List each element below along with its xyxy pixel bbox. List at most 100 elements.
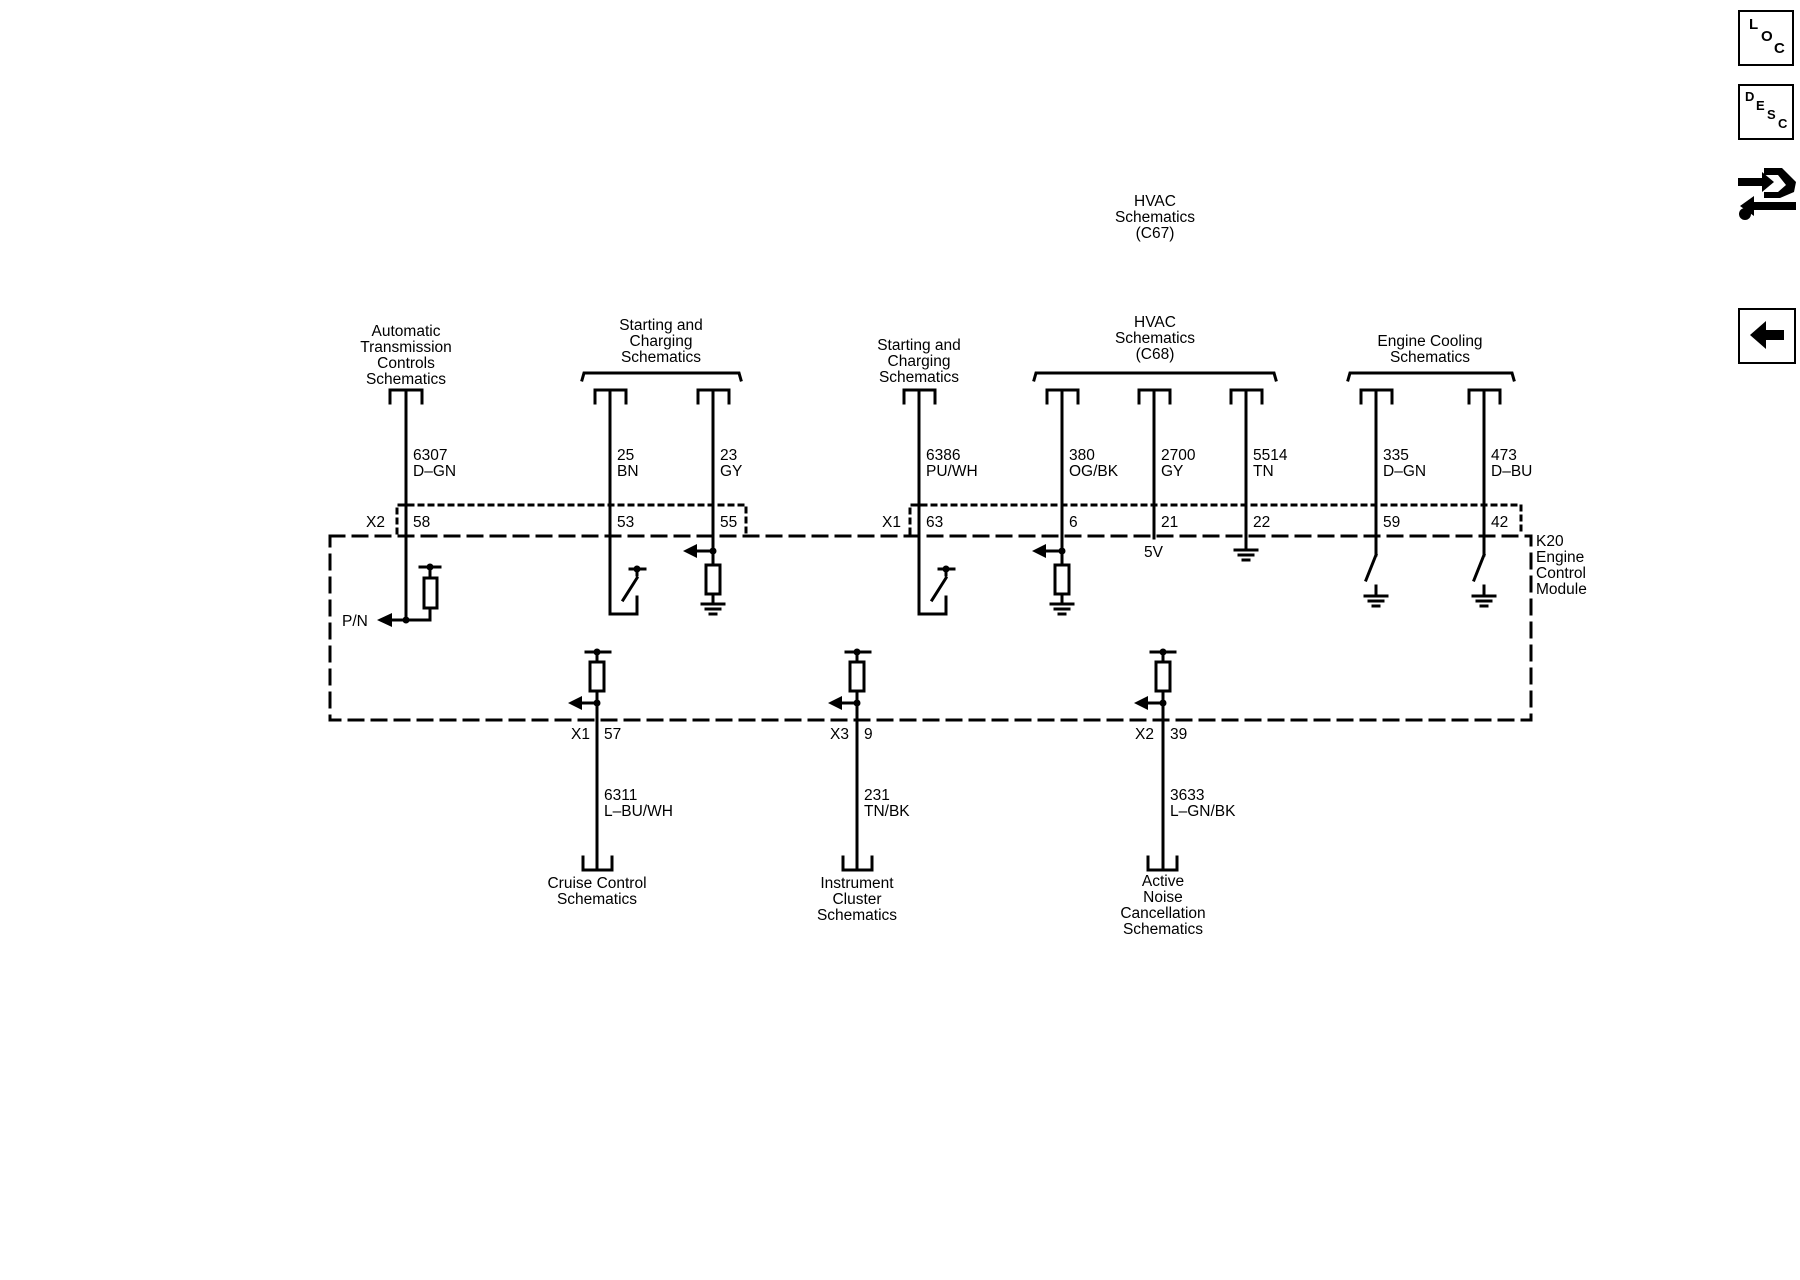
atc-line2: Transmission [360, 339, 452, 356]
wire-231-color: TN/BK [864, 803, 910, 820]
cruise-line1: Cruise Control [547, 875, 646, 892]
desc-button[interactable]: D E S C [1738, 84, 1794, 140]
5v-label: 5V [1144, 544, 1164, 561]
sc2-line2: Charging [888, 353, 951, 370]
switch-335-ground [1363, 553, 1389, 608]
loc-button[interactable]: L O C [1738, 10, 1794, 66]
wire-25-color: BN [617, 463, 639, 480]
ground-5514 [1233, 548, 1259, 562]
schematic-diagram: HVAC Schematics (C67) Automatic Transmis… [328, 193, 1587, 938]
back-button[interactable] [1738, 308, 1796, 364]
connector-x2-bottom: X2 [1135, 726, 1154, 743]
connector-end-view-button[interactable] [1734, 158, 1800, 224]
arrow-23 [683, 544, 697, 558]
pn-label: P/N [342, 613, 368, 630]
bottom-circuit-57 [578, 650, 612, 872]
desc-letter-d: D [1745, 89, 1755, 104]
hvac-c67-line1: HVAC [1134, 193, 1176, 210]
wire-5514-color: TN [1253, 463, 1274, 480]
pin-57: 57 [604, 726, 621, 743]
loc-letter-o: O [1761, 28, 1773, 45]
wire-5514-circuit: 5514 [1253, 447, 1288, 464]
pin-22: 22 [1253, 514, 1270, 531]
wire-25-circuit: 25 [617, 447, 634, 464]
pin-55: 55 [720, 514, 737, 531]
wire-335-circuit: 335 [1383, 447, 1409, 464]
module-label-line4: Module [1536, 581, 1587, 598]
connector-x2-top: X2 [366, 514, 385, 531]
bottom-circuit-9 [838, 650, 872, 872]
pin-53: 53 [617, 514, 634, 531]
pin-58: 58 [413, 514, 430, 531]
desc-letter-c: C [1778, 116, 1788, 131]
switch-6386 [929, 567, 956, 603]
atc-line1: Automatic [372, 323, 441, 340]
dot-23 [709, 547, 717, 555]
bottom-pin-231 [841, 855, 874, 872]
switch-473-ground [1471, 553, 1497, 608]
hvac-line3: (C68) [1136, 346, 1175, 363]
connector-end-view-icon [1738, 168, 1796, 220]
pin-9: 9 [864, 726, 873, 743]
arrow-pn [377, 613, 392, 627]
wire-6307-circuit: 6307 [413, 447, 447, 464]
wire-6386-circuit: 6386 [926, 447, 960, 464]
cruise-line2: Schematics [557, 891, 637, 908]
ground-380 [1049, 592, 1075, 616]
sc1-line1: Starting and [619, 317, 703, 334]
ground-23 [700, 592, 726, 616]
atc-line3: Controls [377, 355, 435, 372]
dot-380 [1058, 547, 1066, 555]
hvac-line2: Schematics [1115, 330, 1195, 347]
loc-letter-c: C [1774, 40, 1785, 57]
wire-473-color: D–BU [1491, 463, 1532, 480]
wire-2700-color: GY [1161, 463, 1183, 480]
atc-line4: Schematics [366, 371, 446, 388]
pin-42: 42 [1491, 514, 1508, 531]
connector-x1-top-outline [908, 503, 1523, 535]
wire-6307-color: D–GN [413, 463, 456, 480]
wire-473-circuit: 473 [1491, 447, 1517, 464]
sc2-line3: Schematics [879, 369, 959, 386]
anc-line2: Noise [1143, 889, 1183, 906]
wire-25 [608, 388, 639, 616]
desc-letter-e: E [1756, 98, 1765, 113]
pn-pullup-circuit [404, 565, 432, 622]
wire-380-circuit: 380 [1069, 447, 1095, 464]
module-label-line1: K20 [1536, 533, 1564, 550]
brace-starting-charging-1 [580, 371, 743, 382]
connector-x3-bottom: X3 [830, 726, 849, 743]
brace-engine-cooling [1346, 371, 1516, 382]
sc1-line2: Charging [630, 333, 693, 350]
pin-63: 63 [926, 514, 943, 531]
anc-line4: Schematics [1123, 921, 1203, 938]
pin-39: 39 [1170, 726, 1187, 743]
k20-module-outline [328, 534, 1533, 722]
pin-6: 6 [1069, 514, 1078, 531]
module-label-line2: Engine [1536, 549, 1584, 566]
resistor-23 [704, 563, 722, 596]
arrow-380 [1032, 544, 1046, 558]
ipc-line1: Instrument [820, 875, 894, 892]
dot-25-switch [633, 565, 641, 573]
wire-6311-circuit: 6311 [604, 787, 637, 804]
bottom-pin-6311 [581, 855, 614, 872]
anc-line1: Active [1142, 873, 1184, 890]
switch-25 [620, 567, 647, 603]
pn-resistor [422, 576, 439, 610]
wire-335-color: D–GN [1383, 463, 1426, 480]
wire-23-circuit: 23 [720, 447, 737, 464]
wire-6386-color: PU/WH [926, 463, 978, 480]
wire-231-circuit: 231 [864, 787, 890, 804]
hvac-c67-line3: (C67) [1136, 225, 1175, 242]
loc-letter-l: L [1749, 16, 1759, 33]
arrow-left-icon [1750, 321, 1784, 349]
wire-6311-color: L–BU/WH [604, 803, 673, 820]
dot-pn-supply [426, 563, 434, 571]
sc2-line1: Starting and [877, 337, 961, 354]
connector-x2-top-outline [395, 503, 748, 535]
anc-line3: Cancellation [1120, 905, 1205, 922]
ipc-line3: Schematics [817, 907, 897, 924]
arrow-57 [568, 696, 582, 710]
